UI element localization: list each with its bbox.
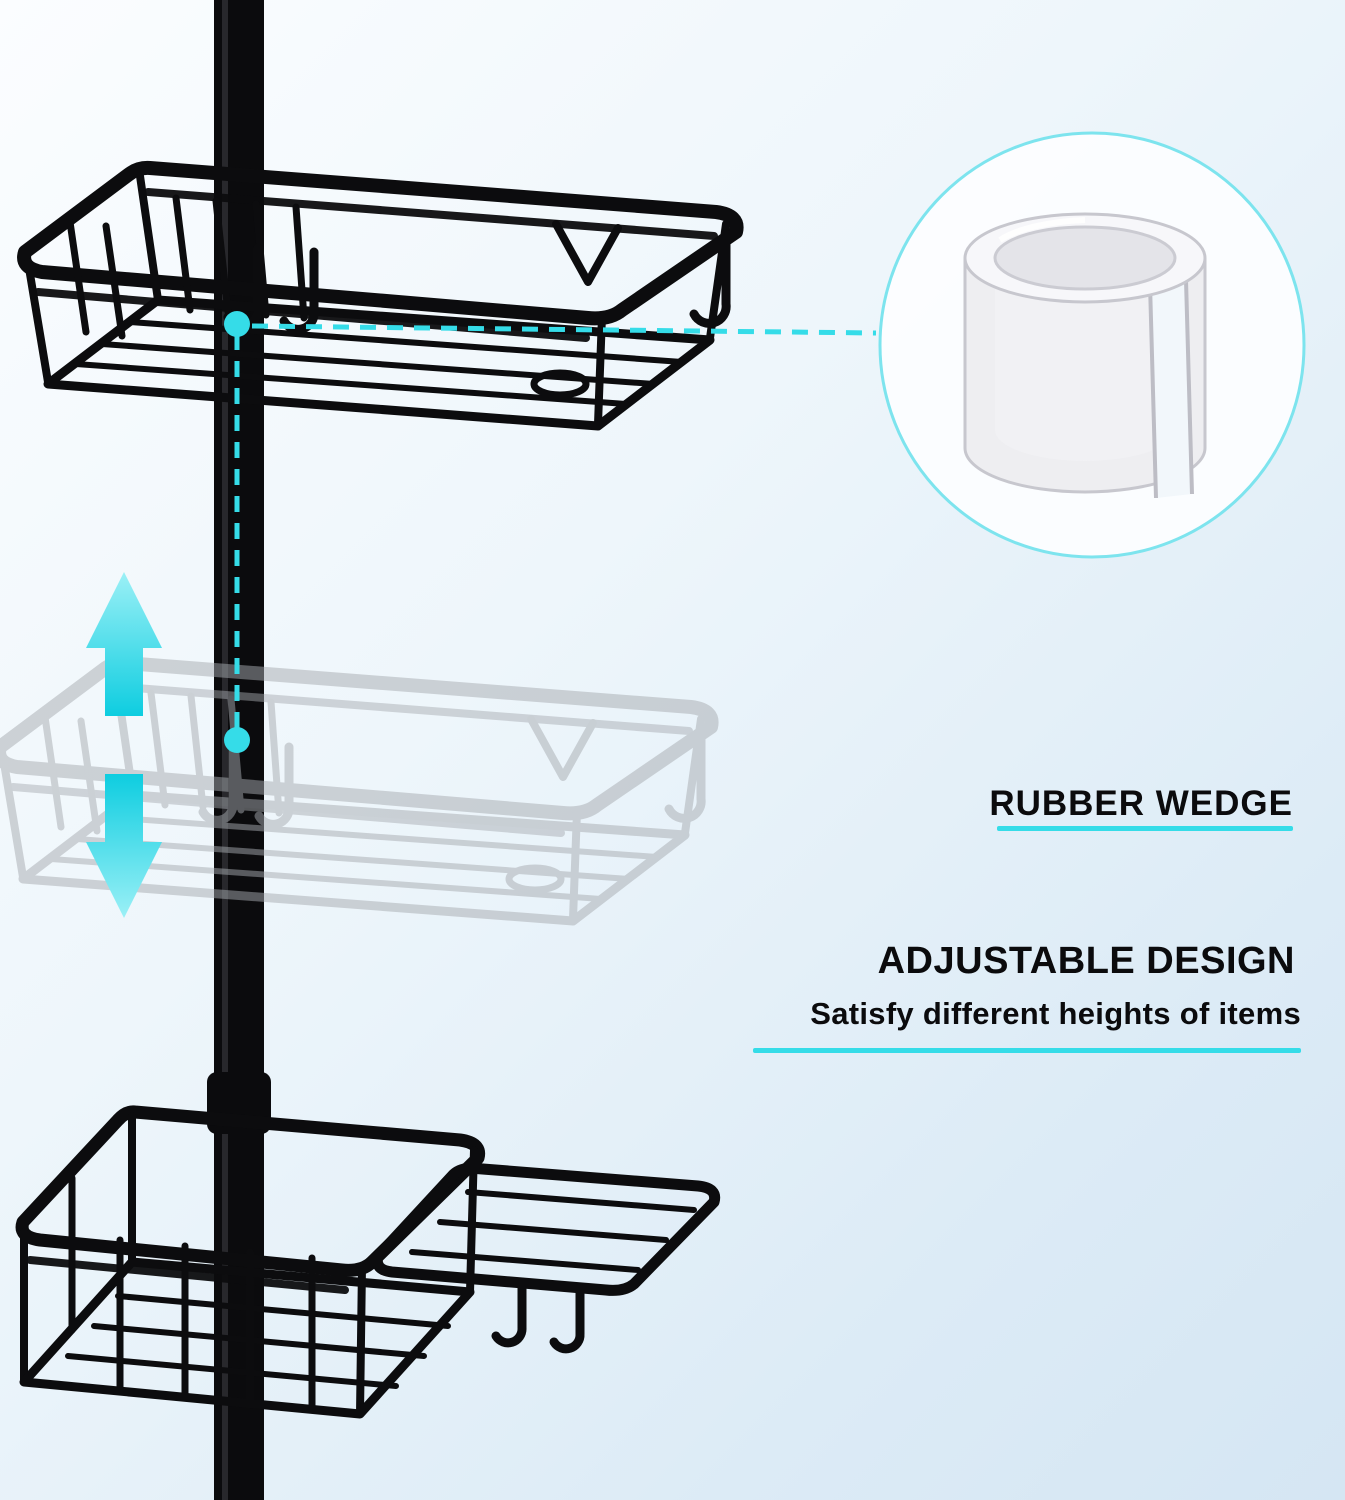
wedge-position-dot-top bbox=[224, 311, 250, 337]
rubber-wedge-label: RUBBER WEDGE bbox=[989, 784, 1293, 823]
top-wire-basket bbox=[24, 168, 736, 426]
dashed-guide-lines bbox=[224, 311, 877, 753]
adjustable-design-underline bbox=[753, 1048, 1301, 1053]
rubber-wedge-cutaway-icon bbox=[963, 212, 1207, 499]
bottom-corner-basket bbox=[22, 1112, 715, 1414]
rubber-wedge-callout bbox=[878, 131, 1306, 559]
rubber-wedge-underline bbox=[997, 826, 1293, 831]
up-down-adjust-arrows-icon bbox=[86, 572, 162, 918]
adjustable-design-subtitle: Satisfy different heights of items bbox=[810, 996, 1301, 1031]
adjustable-design-title: ADJUSTABLE DESIGN bbox=[877, 940, 1295, 982]
wedge-position-dot-bottom bbox=[224, 727, 250, 753]
